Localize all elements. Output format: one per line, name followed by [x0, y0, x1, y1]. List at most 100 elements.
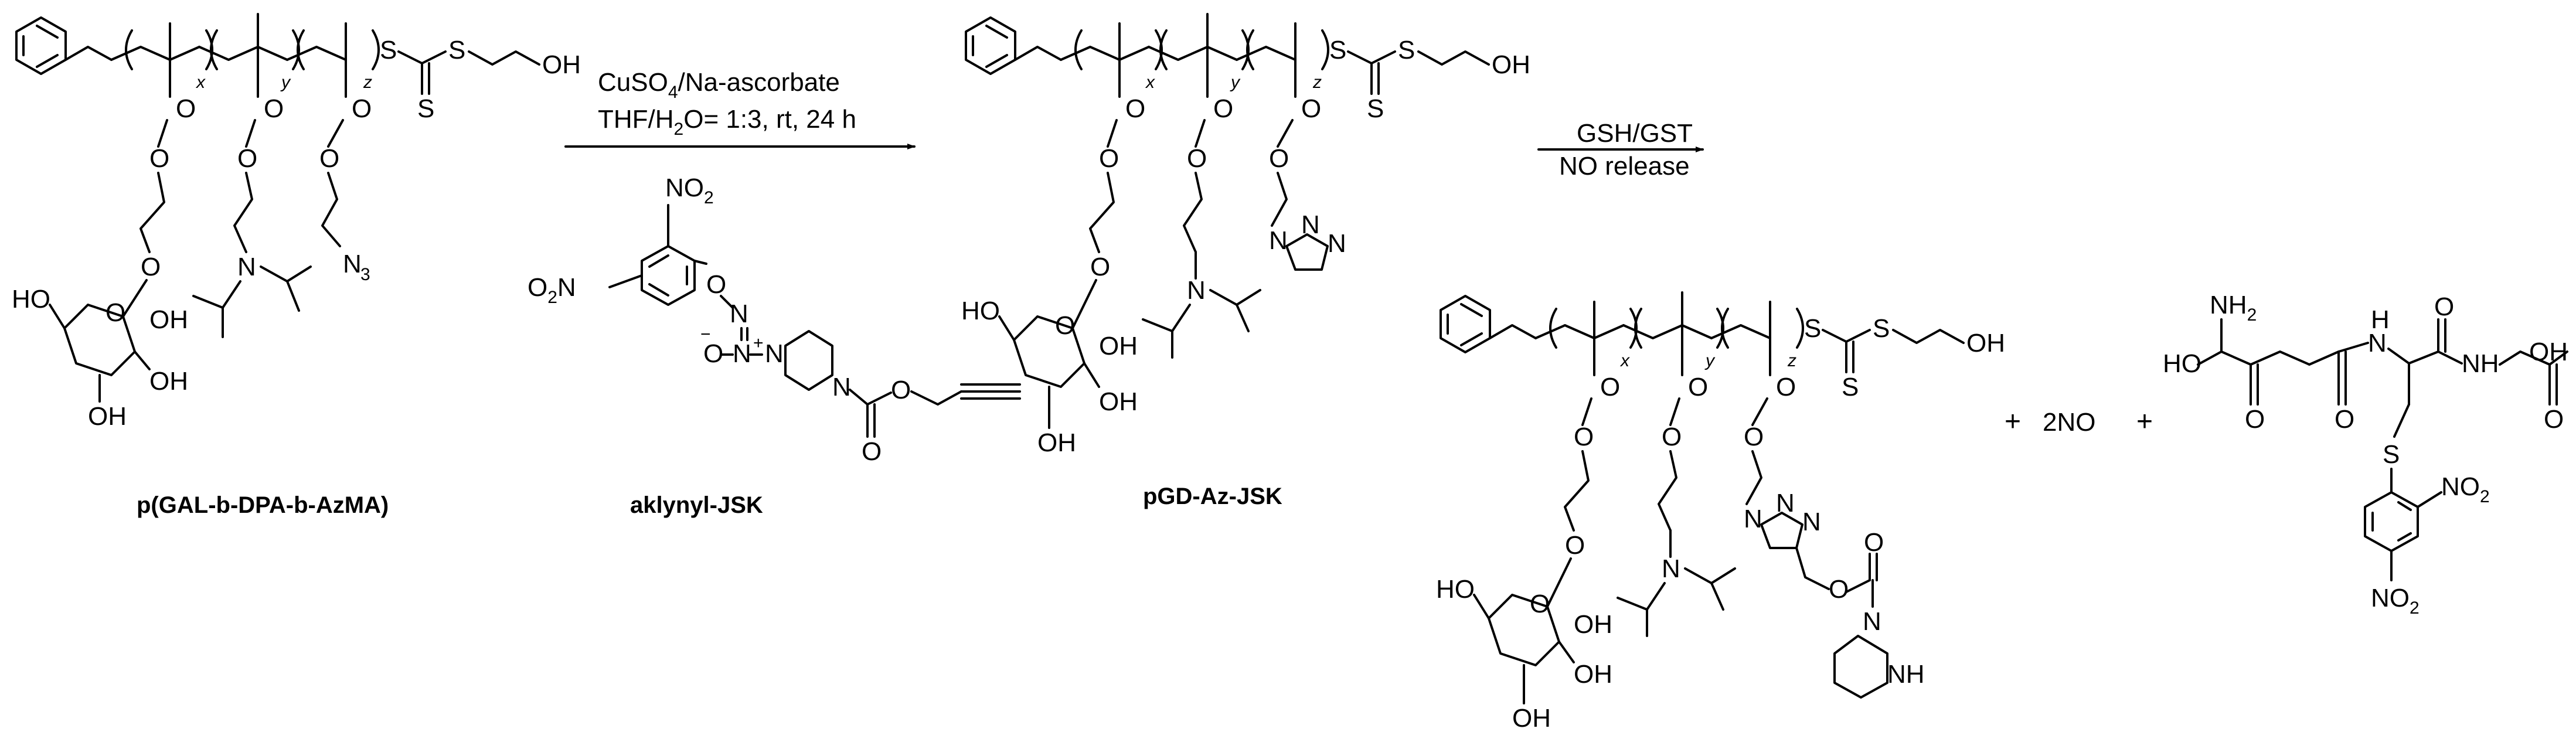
- svg-text:N: N: [1187, 276, 1206, 305]
- svg-text:O: O: [1600, 373, 1620, 401]
- svg-text:N: N: [1301, 210, 1320, 239]
- svg-text:OH: OH: [1037, 428, 1076, 457]
- svg-text:O: O: [1187, 144, 1207, 173]
- azide-group: N: [343, 250, 362, 278]
- svg-text:O: O: [1662, 423, 1682, 451]
- label-alkynyl-jsk: aklynyl-JSK: [630, 492, 763, 518]
- svg-text:O: O: [1090, 253, 1110, 281]
- svg-text:N: N: [1662, 554, 1680, 583]
- svg-text:S: S: [1329, 36, 1346, 64]
- svg-text:OH: OH: [1492, 50, 1530, 79]
- hydroxyl: OH: [149, 367, 188, 396]
- reaction-conditions-1: CuSO4/Na-ascorbate THF/H2O= 1:3, rt, 24 …: [564, 68, 916, 149]
- svg-text:x: x: [1619, 351, 1630, 370]
- label-pgd-az-jsk: pGD-Az-JSK: [1143, 484, 1282, 509]
- ester-oxygen: O: [319, 144, 339, 173]
- subscript-x: x: [195, 73, 206, 92]
- svg-text:O: O: [1829, 575, 1849, 604]
- svg-text:N: N: [1328, 229, 1346, 258]
- ester-oxygen: O: [149, 144, 169, 173]
- product-polymer-structure: x y z S S S OH O O O O O O O O HO OH OH …: [1436, 291, 2005, 733]
- svg-text:N: N: [2368, 329, 2387, 358]
- svg-text:N: N: [1863, 607, 1881, 636]
- svg-text:O: O: [1055, 311, 1075, 340]
- svg-text:O: O: [1530, 590, 1550, 618]
- svg-text:N: N: [1802, 508, 1821, 536]
- svg-text:O: O: [2434, 292, 2454, 321]
- condition-gsh-gst: GSH/GST: [1577, 119, 1693, 148]
- svg-text:O: O: [1099, 144, 1119, 173]
- gsh-dnp-conjugate-structure: HO NH2 O O N H O NH O OH S NO2: [2163, 291, 2568, 618]
- svg-text:+: +: [753, 333, 764, 353]
- svg-text:HO: HO: [961, 297, 1000, 325]
- nitric-oxide: 2NO: [2043, 408, 2095, 437]
- polymer-structure: x y z S S S OH O O O O O O O O HO OH OH …: [12, 13, 581, 431]
- svg-text:O: O: [1574, 423, 1594, 451]
- svg-text:N: N: [733, 339, 751, 368]
- sulfur-atom: S: [380, 36, 397, 64]
- svg-text:O: O: [1744, 423, 1764, 451]
- svg-text:x: x: [1145, 73, 1155, 92]
- svg-text:O: O: [1269, 144, 1289, 173]
- svg-text:N: N: [730, 299, 748, 328]
- svg-text:S: S: [1842, 373, 1859, 401]
- svg-text:O: O: [1688, 373, 1708, 401]
- ring-oxygen: O: [106, 298, 125, 327]
- svg-text:OH: OH: [1099, 332, 1138, 360]
- svg-text:O: O: [2544, 405, 2564, 434]
- sulfur-atom: S: [448, 36, 465, 64]
- svg-text:HO: HO: [1436, 575, 1475, 604]
- svg-text:O: O: [1565, 531, 1585, 560]
- svg-text:H: H: [2371, 305, 2390, 334]
- svg-text:OH: OH: [1966, 329, 2005, 358]
- svg-text:y: y: [1704, 351, 1716, 370]
- svg-text:O: O: [706, 270, 726, 299]
- plus-sign: +: [2136, 406, 2153, 437]
- subscript-z: z: [363, 73, 372, 92]
- ester-oxygen: O: [237, 144, 257, 173]
- svg-text:O: O: [862, 437, 882, 466]
- hydroxyl: OH: [88, 402, 127, 431]
- svg-text:OH: OH: [1574, 610, 1612, 639]
- svg-text:O: O: [703, 339, 723, 368]
- svg-text:CuSO4/Na-ascorbate: CuSO4/Na-ascorbate: [598, 68, 840, 102]
- svg-text:O: O: [1301, 94, 1321, 123]
- amine-nitrogen: N: [237, 253, 256, 281]
- svg-text:HO: HO: [2163, 349, 2201, 378]
- svg-text:3: 3: [360, 265, 370, 284]
- carbonyl-oxygen: O: [352, 94, 372, 123]
- svg-text:O: O: [2335, 405, 2354, 434]
- svg-text:THF/H2O= 1:3, rt, 24 h: THF/H2O= 1:3, rt, 24 h: [598, 105, 856, 139]
- svg-text:O: O: [1776, 373, 1796, 401]
- svg-text:N: N: [765, 339, 784, 368]
- hydroxyl: OH: [149, 305, 188, 334]
- svg-text:N: N: [1744, 505, 1762, 533]
- svg-text:O: O: [1213, 94, 1233, 123]
- svg-text:S: S: [2383, 440, 2400, 469]
- hydroxyl: HO: [12, 285, 50, 314]
- svg-text:NO2: NO2: [2371, 584, 2420, 618]
- svg-text:S: S: [1367, 94, 1384, 123]
- svg-text:N: N: [1776, 489, 1795, 518]
- svg-text:OH: OH: [1099, 387, 1138, 416]
- svg-text:O: O: [1864, 528, 1884, 557]
- svg-text:S: S: [1804, 314, 1821, 343]
- plus-sign: +: [2005, 406, 2021, 437]
- thione-sulfur: S: [417, 94, 434, 123]
- svg-text:NH: NH: [1887, 660, 1925, 689]
- svg-text:N: N: [1269, 226, 1288, 255]
- svg-text:z: z: [1787, 351, 1796, 370]
- svg-text:NH2: NH2: [2210, 291, 2257, 325]
- svg-text:y: y: [1230, 73, 1241, 92]
- svg-text:S: S: [1873, 314, 1890, 343]
- pgd-az-jsk-structure: x y z S S S OH O O O O O O O O HO OH OH …: [961, 13, 1530, 457]
- svg-text:−: −: [700, 325, 711, 344]
- carbonyl-oxygen: O: [176, 94, 196, 123]
- svg-text:O: O: [2245, 405, 2265, 434]
- alkynyl-jsk-structure: O2N NO2 O N N + O − N N O O: [528, 173, 1021, 466]
- svg-text:O: O: [891, 376, 911, 404]
- carbonyl-oxygen: O: [264, 94, 284, 123]
- reaction-conditions-2: GSH/GST NO release: [1537, 119, 1704, 181]
- condition-no-release: NO release: [1559, 152, 1690, 181]
- ether-oxygen: O: [141, 253, 161, 281]
